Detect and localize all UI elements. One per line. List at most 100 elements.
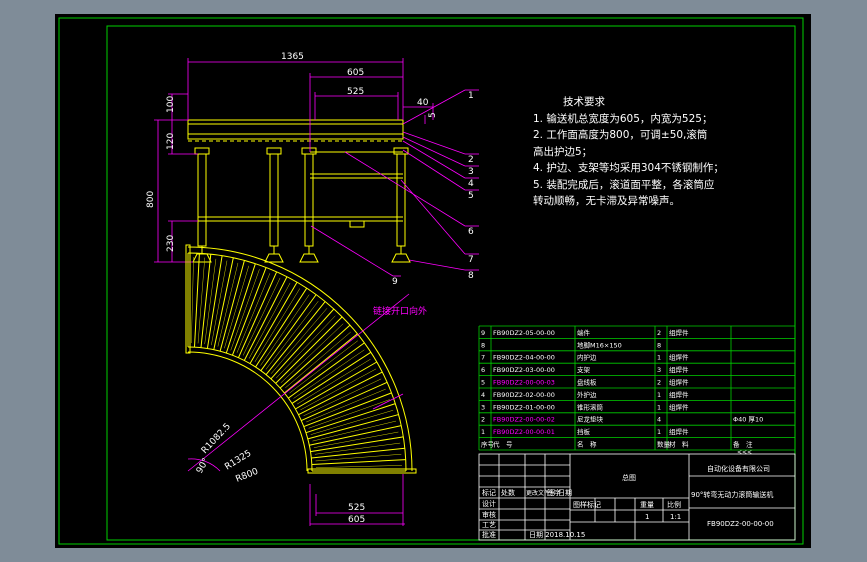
roller xyxy=(231,267,267,356)
dim-h-mid: 120 xyxy=(166,133,176,150)
elevation-view xyxy=(187,119,411,263)
roller xyxy=(291,351,372,404)
roller-edge xyxy=(248,282,291,359)
roller xyxy=(193,253,200,348)
dim-h-bottom: 230 xyxy=(166,235,176,252)
bom-cell-no: 4 xyxy=(481,391,485,399)
roller xyxy=(310,436,404,453)
bom-header-name: 名 称 xyxy=(577,440,597,449)
bom-cell-name: 锥形滚筒 xyxy=(577,402,604,411)
outer-frame xyxy=(58,17,804,545)
bom-cell-mat: 组焊件 xyxy=(669,353,689,362)
label-print-date: 日期 2018.10.15 xyxy=(529,531,585,539)
roller xyxy=(225,263,256,354)
title-block xyxy=(478,453,796,541)
label-sign: 签字 xyxy=(547,488,561,497)
label-reviewer: 审核 xyxy=(482,510,496,519)
bom-header-note: 备 注 xyxy=(733,440,753,449)
roller-edge xyxy=(293,349,365,399)
bom-cell-name: 支架 xyxy=(577,365,591,374)
bom-cell-code: FB90DZ2-02-00-00 xyxy=(493,391,555,399)
roller xyxy=(219,260,245,352)
bom-cell-no: 1 xyxy=(481,428,485,436)
dim-width-total: 605 xyxy=(348,515,365,525)
roller-edge xyxy=(224,265,250,349)
bom-cell-qty: 1 xyxy=(657,354,661,362)
tech-line-4: 4. 护边、支架等均采用304不锈钢制作； xyxy=(533,162,724,174)
label-process: 工艺 xyxy=(482,521,496,529)
bom-cell-qty: 1 xyxy=(657,391,661,399)
bom-cell-no: 7 xyxy=(481,354,485,362)
value-scale: 1:1 xyxy=(670,513,681,521)
roller xyxy=(243,276,288,361)
roller-edge xyxy=(297,358,371,405)
roller xyxy=(288,342,365,399)
bom-cell-qty: 1 xyxy=(657,403,661,411)
callout-5: 5 xyxy=(468,191,474,201)
roller-edge xyxy=(310,409,394,435)
bom-cell-name: 外护边 xyxy=(577,390,597,399)
bom-cell-name: 尼龙垫块 xyxy=(577,415,604,424)
roller-edge xyxy=(260,294,310,366)
dim-offset: 40 xyxy=(417,98,429,108)
tech-line-5: 5. 装配完成后，滚道面平整，各滚筒应 xyxy=(533,178,715,191)
callout-1: 1 xyxy=(468,91,474,101)
bom-cell-note: Φ40 厚10 xyxy=(733,416,763,424)
roller xyxy=(275,316,343,384)
roller xyxy=(279,324,351,389)
roller-edge xyxy=(265,301,319,370)
title-marker: <<< xyxy=(737,449,752,456)
label-scale: 比例 xyxy=(667,500,681,509)
bom-cell-no: 5 xyxy=(481,379,485,387)
bom-cell-code: FB90DZ2-01-00-00 xyxy=(493,403,555,411)
roller-edge xyxy=(289,340,358,394)
tech-requirements: 技术要求 1. 输送机总宽度为605，内宽为525； 2. 工作面高度为800，… xyxy=(533,94,724,210)
label-stage: 图样标记 xyxy=(573,500,601,509)
bom-cell-name: 挡板 xyxy=(577,427,591,436)
tech-line-3: 高出护边5； xyxy=(533,145,593,158)
dim-h-top: 100 xyxy=(166,96,176,113)
bom-cell-qty: 2 xyxy=(657,379,661,387)
roller-edge xyxy=(275,315,336,379)
roller-edge xyxy=(236,273,271,353)
roller xyxy=(305,403,396,434)
title-drawing-no: FB90DZ2-00-00-00 xyxy=(707,520,774,528)
title-product: 90°转弯无动力滚筒输送机 xyxy=(691,490,773,499)
bom-cell-code: FB90DZ2-00-00-01 xyxy=(493,428,555,436)
label-mark: 标记 xyxy=(482,488,496,497)
roller-edge xyxy=(314,442,401,455)
callout-3: 3 xyxy=(468,167,474,177)
bom-cell-name: 地脚M16×150 xyxy=(577,340,622,349)
inner-rail-arc xyxy=(187,346,313,472)
plan-view xyxy=(185,244,417,474)
roller-edge xyxy=(217,262,239,347)
value-sheet: 1 xyxy=(645,513,649,521)
roller xyxy=(206,255,223,349)
bom-cell-name: 内护边 xyxy=(577,353,597,362)
bom-cell-mat: 组焊件 xyxy=(669,328,689,337)
roller xyxy=(249,281,298,364)
dim-total-width: 605 xyxy=(347,68,364,78)
roller xyxy=(284,333,358,394)
roller xyxy=(237,271,278,358)
roller xyxy=(295,361,378,410)
roller-edge xyxy=(230,269,260,351)
roller-edge xyxy=(300,368,377,411)
bom-cell-code: FB90DZ2-04-00-00 xyxy=(493,354,555,362)
callout-numbers: 1 2 3 4 5 6 7 8 9 xyxy=(392,91,474,287)
bom-cell-no: 6 xyxy=(481,366,485,374)
bom-cell-code: FB90DZ2-03-00-00 xyxy=(493,366,555,374)
end-plate xyxy=(307,468,417,474)
bom-header-no: 序号 xyxy=(481,440,495,449)
label-designer: 设计 xyxy=(482,499,496,508)
view-note: 链接开口向外 xyxy=(373,305,427,317)
roller-edge xyxy=(315,465,402,468)
title-block-text: <<< 总图 自动化设备有限公司 90°转弯无动力滚筒输送机 FB90DZ2-0… xyxy=(482,449,774,539)
dim-rise: 5 xyxy=(428,112,438,118)
roller xyxy=(309,425,402,446)
roller xyxy=(311,447,405,459)
roller-edge xyxy=(306,388,386,423)
bom-cell-qty: 8 xyxy=(657,341,661,349)
roller xyxy=(265,301,326,375)
roller-edge xyxy=(211,260,228,346)
